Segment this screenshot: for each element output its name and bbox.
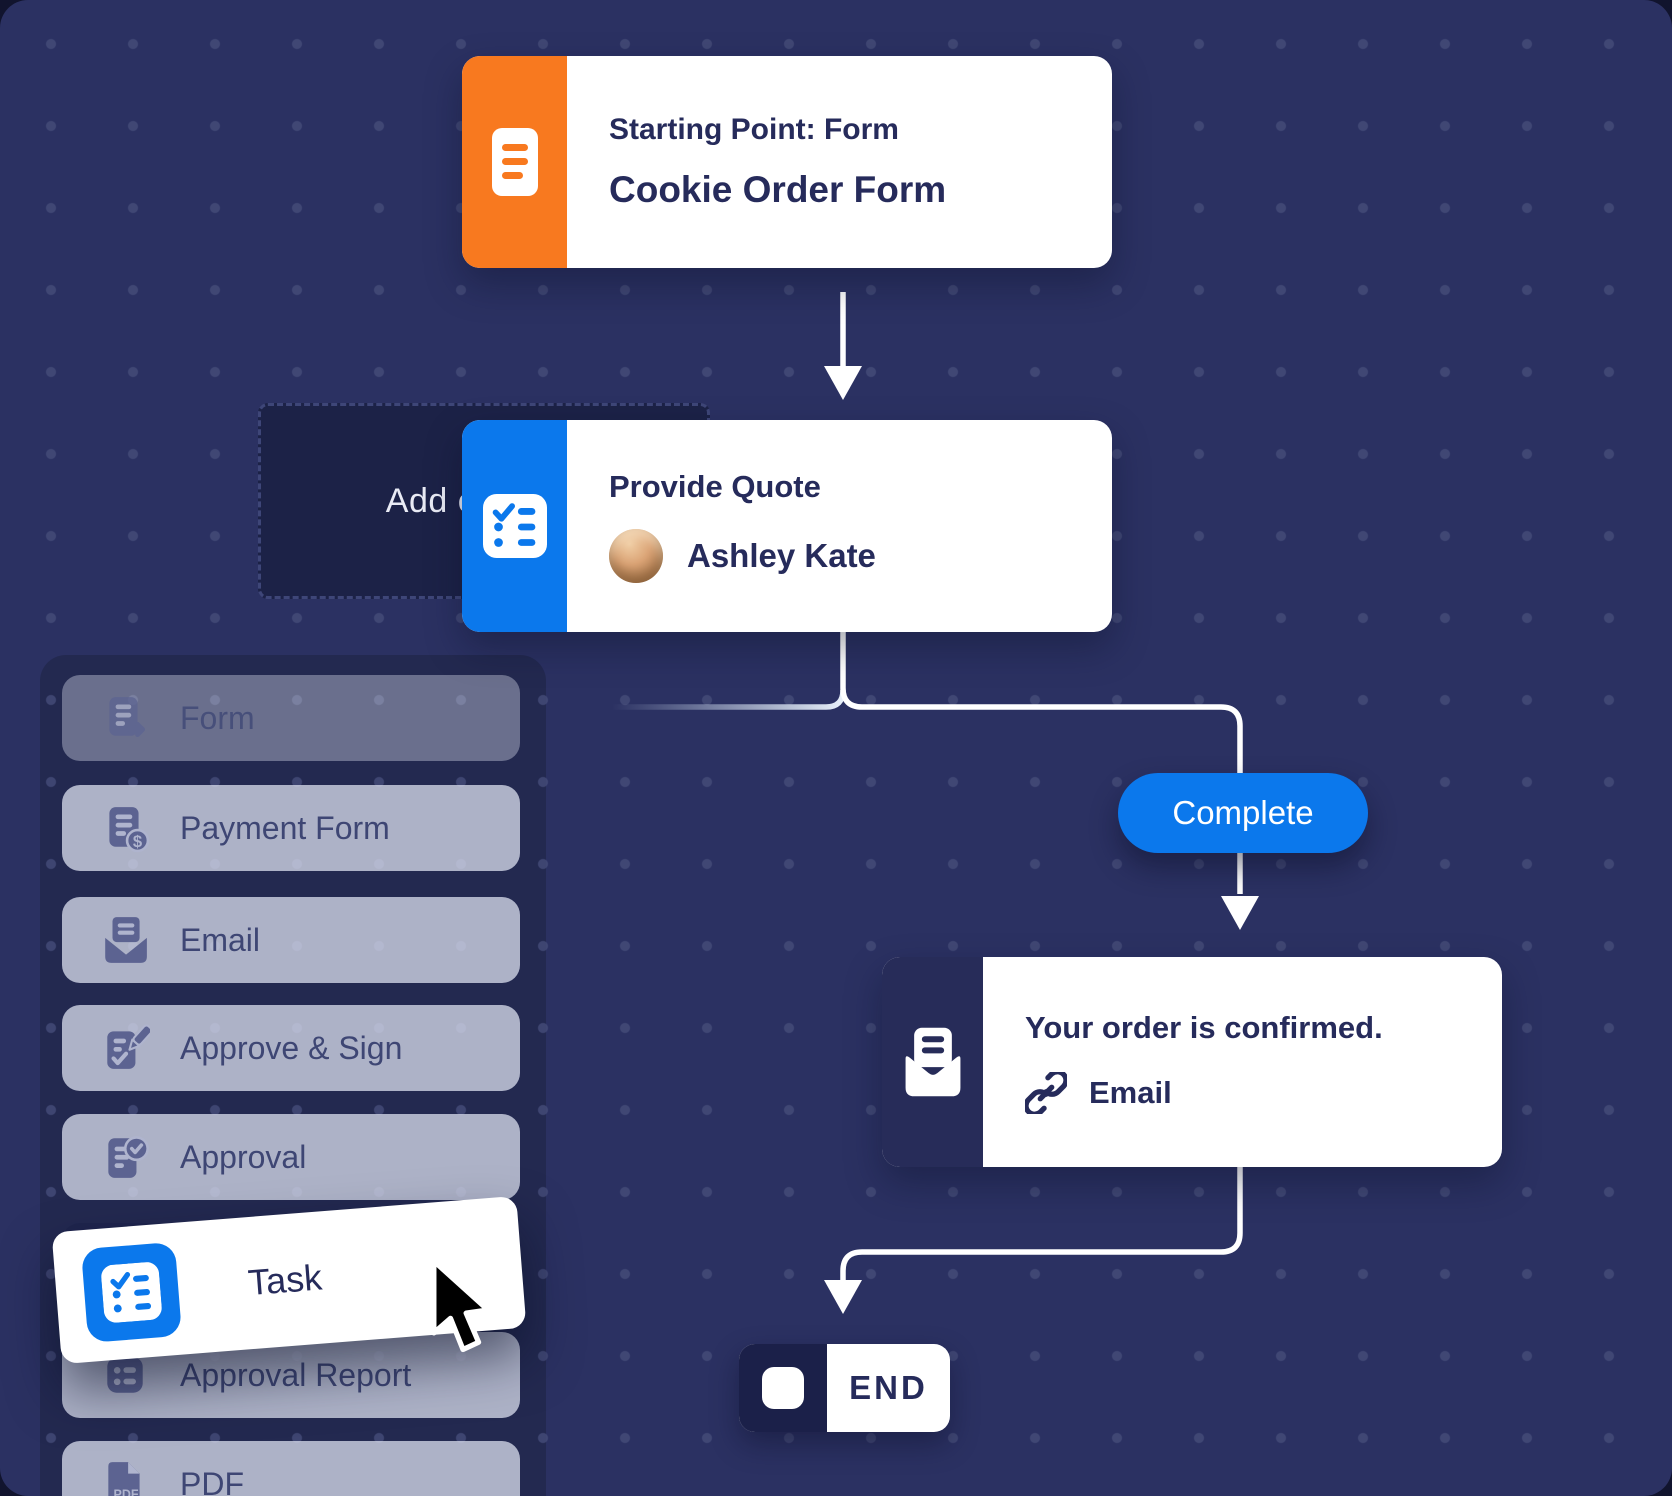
arrowhead-into-email — [1221, 896, 1259, 930]
email-envelope-icon — [105, 917, 147, 963]
connector-email-end — [840, 1167, 1243, 1280]
sidebar-item-label: Form — [180, 699, 255, 736]
quote-task-node[interactable]: Provide Quote Ashley Kate — [462, 420, 1112, 632]
assignee-avatar — [609, 529, 663, 583]
dragged-task-card[interactable]: Task — [51, 1195, 527, 1365]
end-node-label: END — [849, 1369, 928, 1406]
end-node-accent — [739, 1344, 827, 1432]
email-node-accent — [882, 957, 983, 1167]
sidebar-item-email[interactable]: Email — [62, 897, 520, 983]
form-icon — [491, 128, 538, 196]
sidebar-item-pdf[interactable]: PDF PDF — [62, 1441, 520, 1496]
start-node-accent — [462, 56, 567, 268]
email-node-title: Your order is confirmed. — [1025, 1010, 1383, 1045]
sidebar-item-payment-form[interactable]: $ Payment Form — [62, 785, 520, 871]
branch-outcome-pill[interactable]: Complete — [1118, 773, 1368, 853]
svg-text:PDF: PDF — [114, 1488, 139, 1496]
task-icon — [101, 1262, 162, 1323]
assignee-name: Ashley Kate — [687, 537, 876, 574]
sidebar-item-label: Payment Form — [180, 809, 390, 846]
link-icon — [1025, 1072, 1067, 1114]
sidebar-item-label: PDF — [180, 1465, 244, 1496]
approval-icon — [108, 1136, 149, 1178]
svg-text:$: $ — [133, 832, 143, 851]
stop-icon — [762, 1367, 804, 1409]
start-node-type-label: Starting Point: Form — [609, 113, 899, 146]
start-node[interactable]: Starting Point: Form Cookie Order Form — [462, 56, 1112, 268]
pdf-icon: PDF — [108, 1462, 140, 1496]
arrowhead-into-end — [824, 1280, 862, 1314]
sidebar-item-approve-sign[interactable]: Approve & Sign — [62, 1005, 520, 1091]
task-icon — [482, 494, 547, 558]
sidebar-item-label: Approval Report — [180, 1356, 412, 1393]
arrowhead-into-quote — [824, 366, 862, 400]
email-node[interactable]: Your order is confirmed. Email — [882, 957, 1502, 1167]
dragged-task-label: Task — [246, 1256, 324, 1304]
connector-quote-email — [840, 632, 1243, 894]
branch-outcome-label: Complete — [1172, 794, 1314, 831]
quote-node-accent — [462, 420, 567, 632]
connector-faded-branch — [612, 689, 846, 710]
end-node[interactable]: END — [739, 1344, 950, 1432]
sidebar-item-form[interactable]: Form — [62, 675, 520, 761]
quote-node-title: Provide Quote — [609, 469, 821, 504]
approval-report-icon — [107, 1357, 143, 1393]
approve-sign-icon — [107, 1024, 150, 1069]
start-node-title: Cookie Order Form — [609, 169, 947, 210]
sidebar-item-label: Approve & Sign — [180, 1029, 403, 1066]
form-arrow-icon — [109, 697, 146, 738]
task-icon-tile — [80, 1241, 183, 1343]
email-link-label: Email — [1089, 1075, 1172, 1110]
email-icon — [905, 1027, 960, 1097]
sidebar-item-approval[interactable]: Approval — [62, 1114, 520, 1200]
payment-form-icon: $ — [109, 807, 150, 853]
sidebar-item-label: Approval — [180, 1138, 307, 1175]
sidebar-item-label: Email — [180, 921, 261, 958]
